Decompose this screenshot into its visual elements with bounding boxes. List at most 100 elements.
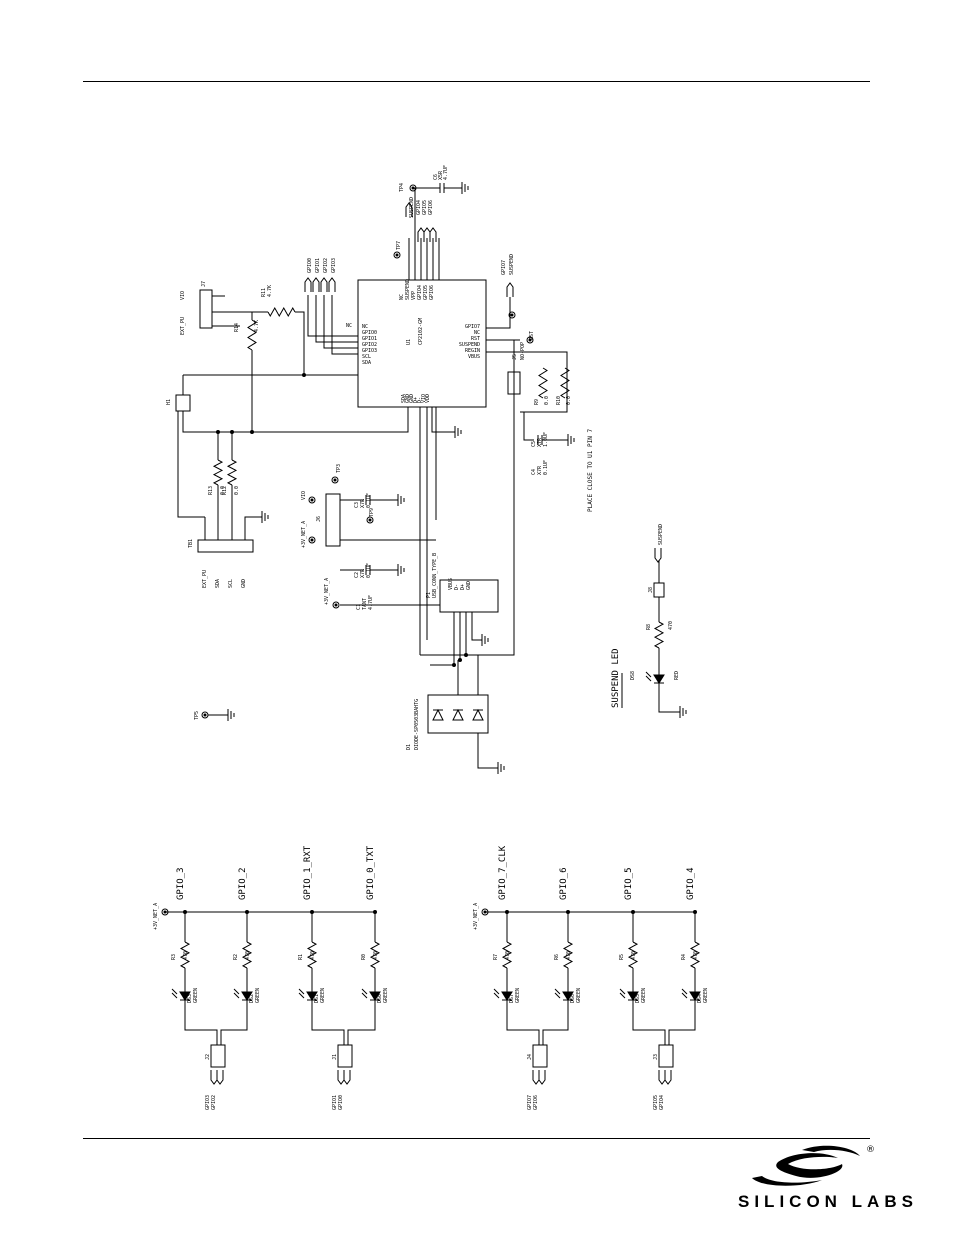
status-led: [241, 991, 253, 1001]
diode: [452, 708, 464, 721]
gpio-net-label: GPIO_4: [686, 867, 696, 900]
gpio-flag: [343, 1070, 351, 1085]
status-led: [501, 991, 513, 1001]
status-led: [179, 991, 191, 1001]
led-ray: [361, 992, 368, 999]
chip-label: CP2102-GM: [418, 318, 424, 345]
tb1-pin-label: EXT_PU: [202, 570, 208, 588]
led-ray: [554, 988, 561, 995]
gpio-net-label: GPIO_6: [559, 867, 569, 900]
gpio-flag: [664, 1070, 672, 1085]
label: +3V_NET_A: [153, 903, 159, 930]
label: R0: [361, 954, 367, 960]
junction-dot: [310, 910, 314, 914]
test-point-dot: [334, 603, 338, 607]
led-ray: [298, 992, 305, 999]
label: DS5: [635, 994, 641, 1003]
status-led: [369, 991, 381, 1001]
gpio-net-label: GPIO_5: [624, 867, 634, 900]
wire: [486, 351, 568, 413]
label: GPIO0: [307, 258, 313, 273]
chip-pin-top: GPIO4: [417, 285, 423, 300]
label: GPIO0: [338, 1095, 344, 1110]
label: GPIO1: [332, 1095, 338, 1110]
chip-pin-right: NC: [474, 330, 480, 336]
label: DS8: [630, 671, 636, 680]
chip-pin-top: GPIO5: [423, 285, 429, 300]
label: DS0: [377, 994, 383, 1003]
led-ray: [681, 992, 688, 999]
label: C3: [354, 502, 360, 508]
j7-header: [199, 289, 213, 329]
r14: [247, 319, 257, 351]
chip-pin-left: GPIO1: [362, 336, 377, 342]
wire: [486, 297, 511, 329]
label: R3: [171, 954, 177, 960]
gpio6-flag: [429, 227, 437, 242]
label: RST: [529, 331, 535, 340]
chip-pin-top: GPIO6: [429, 285, 435, 300]
junction-dot: [693, 910, 697, 914]
wire: [658, 683, 680, 713]
label: TANT: [362, 598, 368, 610]
label: 470: [310, 951, 316, 960]
header-rule: [83, 81, 870, 82]
label: TP9: [369, 508, 375, 517]
label: 470: [183, 951, 189, 960]
label: DS7: [509, 994, 515, 1003]
label: GREEN: [383, 988, 389, 1003]
wire: [542, 1000, 569, 1045]
gpio-flag: [532, 1070, 540, 1085]
tp9: [366, 516, 374, 524]
led-resistor: [689, 941, 701, 969]
led-resistor: [306, 941, 318, 969]
label: R5: [619, 954, 625, 960]
led-resistor: [627, 941, 639, 969]
label: P1: [426, 592, 432, 598]
chip-pin-left: NC: [362, 324, 368, 330]
chip-pin-bottom: D-: [417, 397, 423, 403]
net-a-pin: [308, 536, 316, 544]
junction-dot: [464, 653, 468, 657]
label: TP3: [336, 464, 342, 473]
gpio-net-label: GPIO_1_RXT: [303, 845, 313, 900]
led-ray: [171, 992, 178, 999]
wire: [295, 311, 305, 375]
chip-pin-bottom: SDA: [401, 394, 407, 403]
gpio-flag: [216, 1070, 224, 1085]
p1-pin-label: D-: [454, 584, 460, 590]
chip-pin-right: SUSPEND: [459, 342, 480, 348]
label: R2: [233, 954, 239, 960]
label: 4.7K: [254, 320, 260, 332]
label: 470: [693, 951, 699, 960]
wire: [523, 412, 534, 441]
brand-name: SILICON LABS: [738, 1192, 918, 1211]
led-resistor: [501, 941, 513, 969]
test-point-dot: [310, 498, 314, 502]
junction-dot: [631, 910, 635, 914]
j8-header: [653, 582, 665, 598]
led-resistor: [562, 941, 574, 969]
label: C4: [531, 469, 537, 475]
label: EXT_PU: [180, 317, 186, 335]
gpio-net-label: GPIO_0_TXT: [366, 845, 376, 900]
label: J3: [653, 1054, 659, 1060]
label: 4.7UF: [443, 165, 449, 180]
tb1-block: [197, 539, 254, 553]
label: GPIO6: [533, 1095, 539, 1110]
vio-pin: [308, 496, 316, 504]
led-ray: [619, 988, 626, 995]
footer-rule: [83, 1138, 870, 1139]
label: GPIO3: [205, 1095, 211, 1110]
wire: [347, 1000, 376, 1045]
label: SUSPEND: [409, 197, 415, 218]
chip-pin-right: GPIO7: [465, 324, 480, 330]
label: GREEN: [515, 988, 521, 1003]
label: 470: [505, 951, 511, 960]
label: J2: [205, 1054, 211, 1060]
label: R14: [234, 323, 240, 332]
chip-pin-bottom: VIO: [421, 394, 427, 403]
chip-pin-left: GPIO2: [362, 342, 377, 348]
led-ray: [619, 992, 626, 999]
label: GPIO2: [211, 1095, 217, 1110]
